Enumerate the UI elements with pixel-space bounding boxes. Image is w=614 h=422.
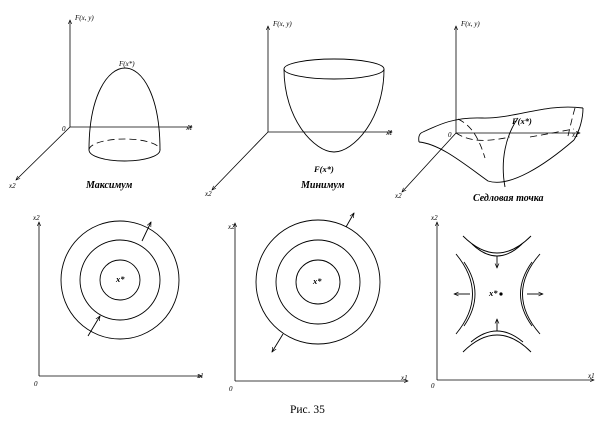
origin-label: 0 [62,125,66,133]
saddle-hidden-contour-c [529,128,575,138]
saddle-point-marker [499,292,503,296]
panel-minimum: F(x, y) x1 x2 F(x*) Минимум [204,20,393,198]
x1-axis-label: x1 [196,372,204,380]
saddle-hidden-contour-a [457,118,486,159]
bowl-rim [283,58,385,80]
x2-axis-label: x2 [227,223,235,231]
x2-axis-label: x2 [394,192,402,200]
gradient-arrow [345,213,354,228]
x1-axis-label: x1 [571,131,579,139]
panel-contours-maximum: x2 x1 0 x* [32,214,204,388]
level-curve-outer [255,219,381,345]
panel-title-maximum: Максимум [85,180,132,191]
hyperbola-left-outer [455,253,473,335]
stationary-point-label: x* [312,276,322,286]
x1-axis-label: x1 [400,374,408,382]
gradient-arrow [141,222,152,242]
hyperbola-right-inner [520,261,533,327]
stationary-point-label: x* [488,288,498,298]
hyperbola-right-outer [522,253,541,335]
origin-label: 0 [34,380,38,388]
bottom-value-label: F(x*) [313,164,334,174]
x1-axis-label: x1 [185,124,193,132]
saddle-left-edge [418,131,424,143]
hyperbola-left-inner [463,261,476,327]
x2-axis-label: x2 [8,182,16,190]
x2-axis-label: x2 [32,214,40,222]
fn-axis-label: F(x, y) [272,20,292,28]
hyperbola-top-inner [471,243,523,257]
saddle-hidden-contour-b [455,132,511,141]
panel-title-minimum: Минимум [300,180,345,191]
saddle-front-edge [418,139,575,183]
origin-label: 0 [229,385,233,393]
panel-contours-minimum: x2 x1 0 x* [227,213,408,393]
fn-axis-label: F(x, y) [460,20,480,28]
level-curve-inner [99,259,141,301]
bowl-outline [283,68,385,153]
x2-axis-label: x2 [430,214,438,222]
x2-axis-label: x2 [204,190,212,198]
paraboloid-cap-outline [88,67,161,151]
stationary-point-label: x* [115,274,125,284]
figure-caption: Рис. 35 [290,404,325,416]
saddle-ridge-curve [502,117,519,188]
saddle-right-edge [573,107,584,141]
x1-axis-label: x1 [385,129,393,137]
level-curve-middle [79,239,161,321]
hyperbola-top-outer [462,235,532,254]
x1-axis-label: x1 [587,372,595,380]
origin-label: 0 [448,131,452,139]
base-ellipse-back [88,138,161,151]
fn-axis-label: F(x, y) [74,14,94,22]
saddle-value-label: F(x*) [511,116,532,126]
hyperbola-bottom-outer [462,334,532,353]
base-ellipse-front [88,149,161,162]
level-curve-inner [295,259,341,305]
x2-axis [212,131,269,190]
gradient-arrow [87,316,100,337]
saddle-back-dashed [566,107,576,141]
panel-title-saddle: Седловая точка [473,193,544,204]
x2-axis [402,132,457,192]
x2-axis [16,126,71,180]
panel-maximum: F(x, y) x1 x2 0 F(x*) Максимум [8,14,193,191]
panel-saddle: F(x, y) x1 x2 0 F(x*) Седловая точка [394,20,584,204]
level-curve-outer [60,220,180,340]
gradient-arrow [272,333,284,352]
origin-label: 0 [431,382,435,390]
peak-value-label: F(x*) [118,60,135,68]
saddle-back-edge [422,106,584,133]
panel-contours-saddle: x2 x1 0 x* [430,214,595,390]
level-curve-middle [275,239,361,325]
